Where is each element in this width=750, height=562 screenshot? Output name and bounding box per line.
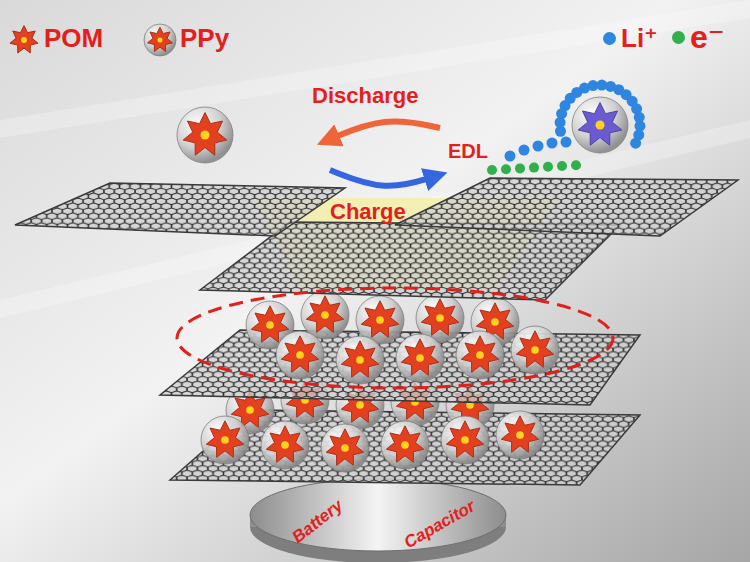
ion-dots (487, 80, 645, 175)
legend-swatch (603, 32, 616, 45)
legend-text: PPy (180, 24, 229, 53)
pom-sphere (572, 97, 628, 153)
pom-sphere (381, 421, 429, 469)
pom-sphere (301, 291, 349, 339)
legend-item: PPy (180, 24, 229, 53)
legend-text: POM (44, 24, 103, 53)
graphene-lattice (15, 183, 345, 236)
pom-sphere (177, 107, 233, 163)
graphene-sheet (170, 410, 640, 485)
pom-sphere (511, 326, 559, 374)
process-label: Discharge (312, 84, 418, 108)
legend-item: POM (44, 24, 103, 53)
pom-sphere (441, 416, 489, 464)
process-label: Charge (330, 200, 406, 224)
pom-sphere (336, 336, 384, 384)
pom-sphere (10, 26, 38, 53)
legend-text: e⁻ (690, 20, 725, 55)
pom-sphere (261, 421, 309, 469)
pom-sphere (321, 424, 369, 472)
pom-sphere (276, 331, 324, 379)
pom-sphere (201, 416, 249, 464)
graphene-lattice (170, 410, 640, 485)
charge-arrow (330, 170, 436, 186)
legend-text: Li⁺ (621, 24, 658, 53)
coin-cell (250, 479, 506, 562)
graphene-lattice (395, 178, 738, 236)
legend-swatch (672, 31, 685, 44)
pom-sphere (144, 24, 176, 56)
light-streak (0, 120, 750, 318)
legend-item: e⁻ (672, 20, 725, 55)
light-streak (0, 0, 750, 138)
legend-item: Li⁺ (603, 24, 658, 53)
pom-sphere (396, 334, 444, 382)
edl-label: EDL (448, 140, 488, 162)
highlight-ellipse (177, 288, 613, 388)
pom-sphere (456, 331, 504, 379)
discharge-arrow (328, 121, 440, 140)
pom-sphere (496, 411, 544, 459)
graphene-sheet (15, 183, 345, 236)
graphene-sheet (395, 178, 738, 236)
